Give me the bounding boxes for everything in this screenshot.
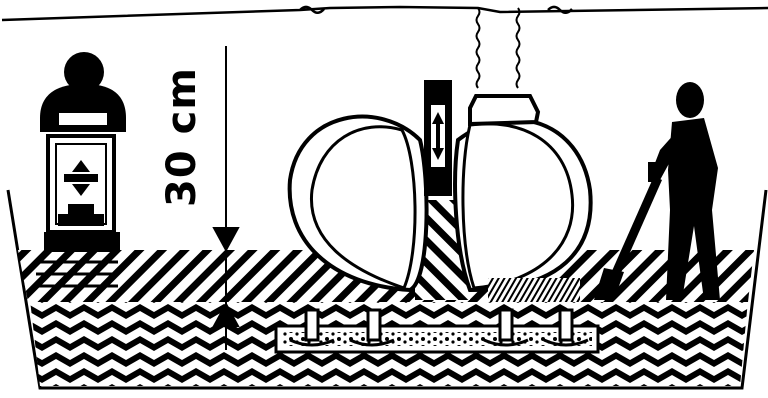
tank-soil-patch (488, 278, 580, 302)
depth-indicator (212, 46, 240, 350)
inspection-risers (475, 7, 521, 89)
compactor-operator-icon (36, 52, 126, 288)
worker-with-shovel-icon (594, 82, 720, 300)
drain-channel (274, 308, 600, 354)
excavation-pit (6, 189, 768, 390)
double-arrow-icon (424, 80, 452, 196)
septic-tank (287, 94, 593, 293)
ground-surface (1, 5, 768, 22)
